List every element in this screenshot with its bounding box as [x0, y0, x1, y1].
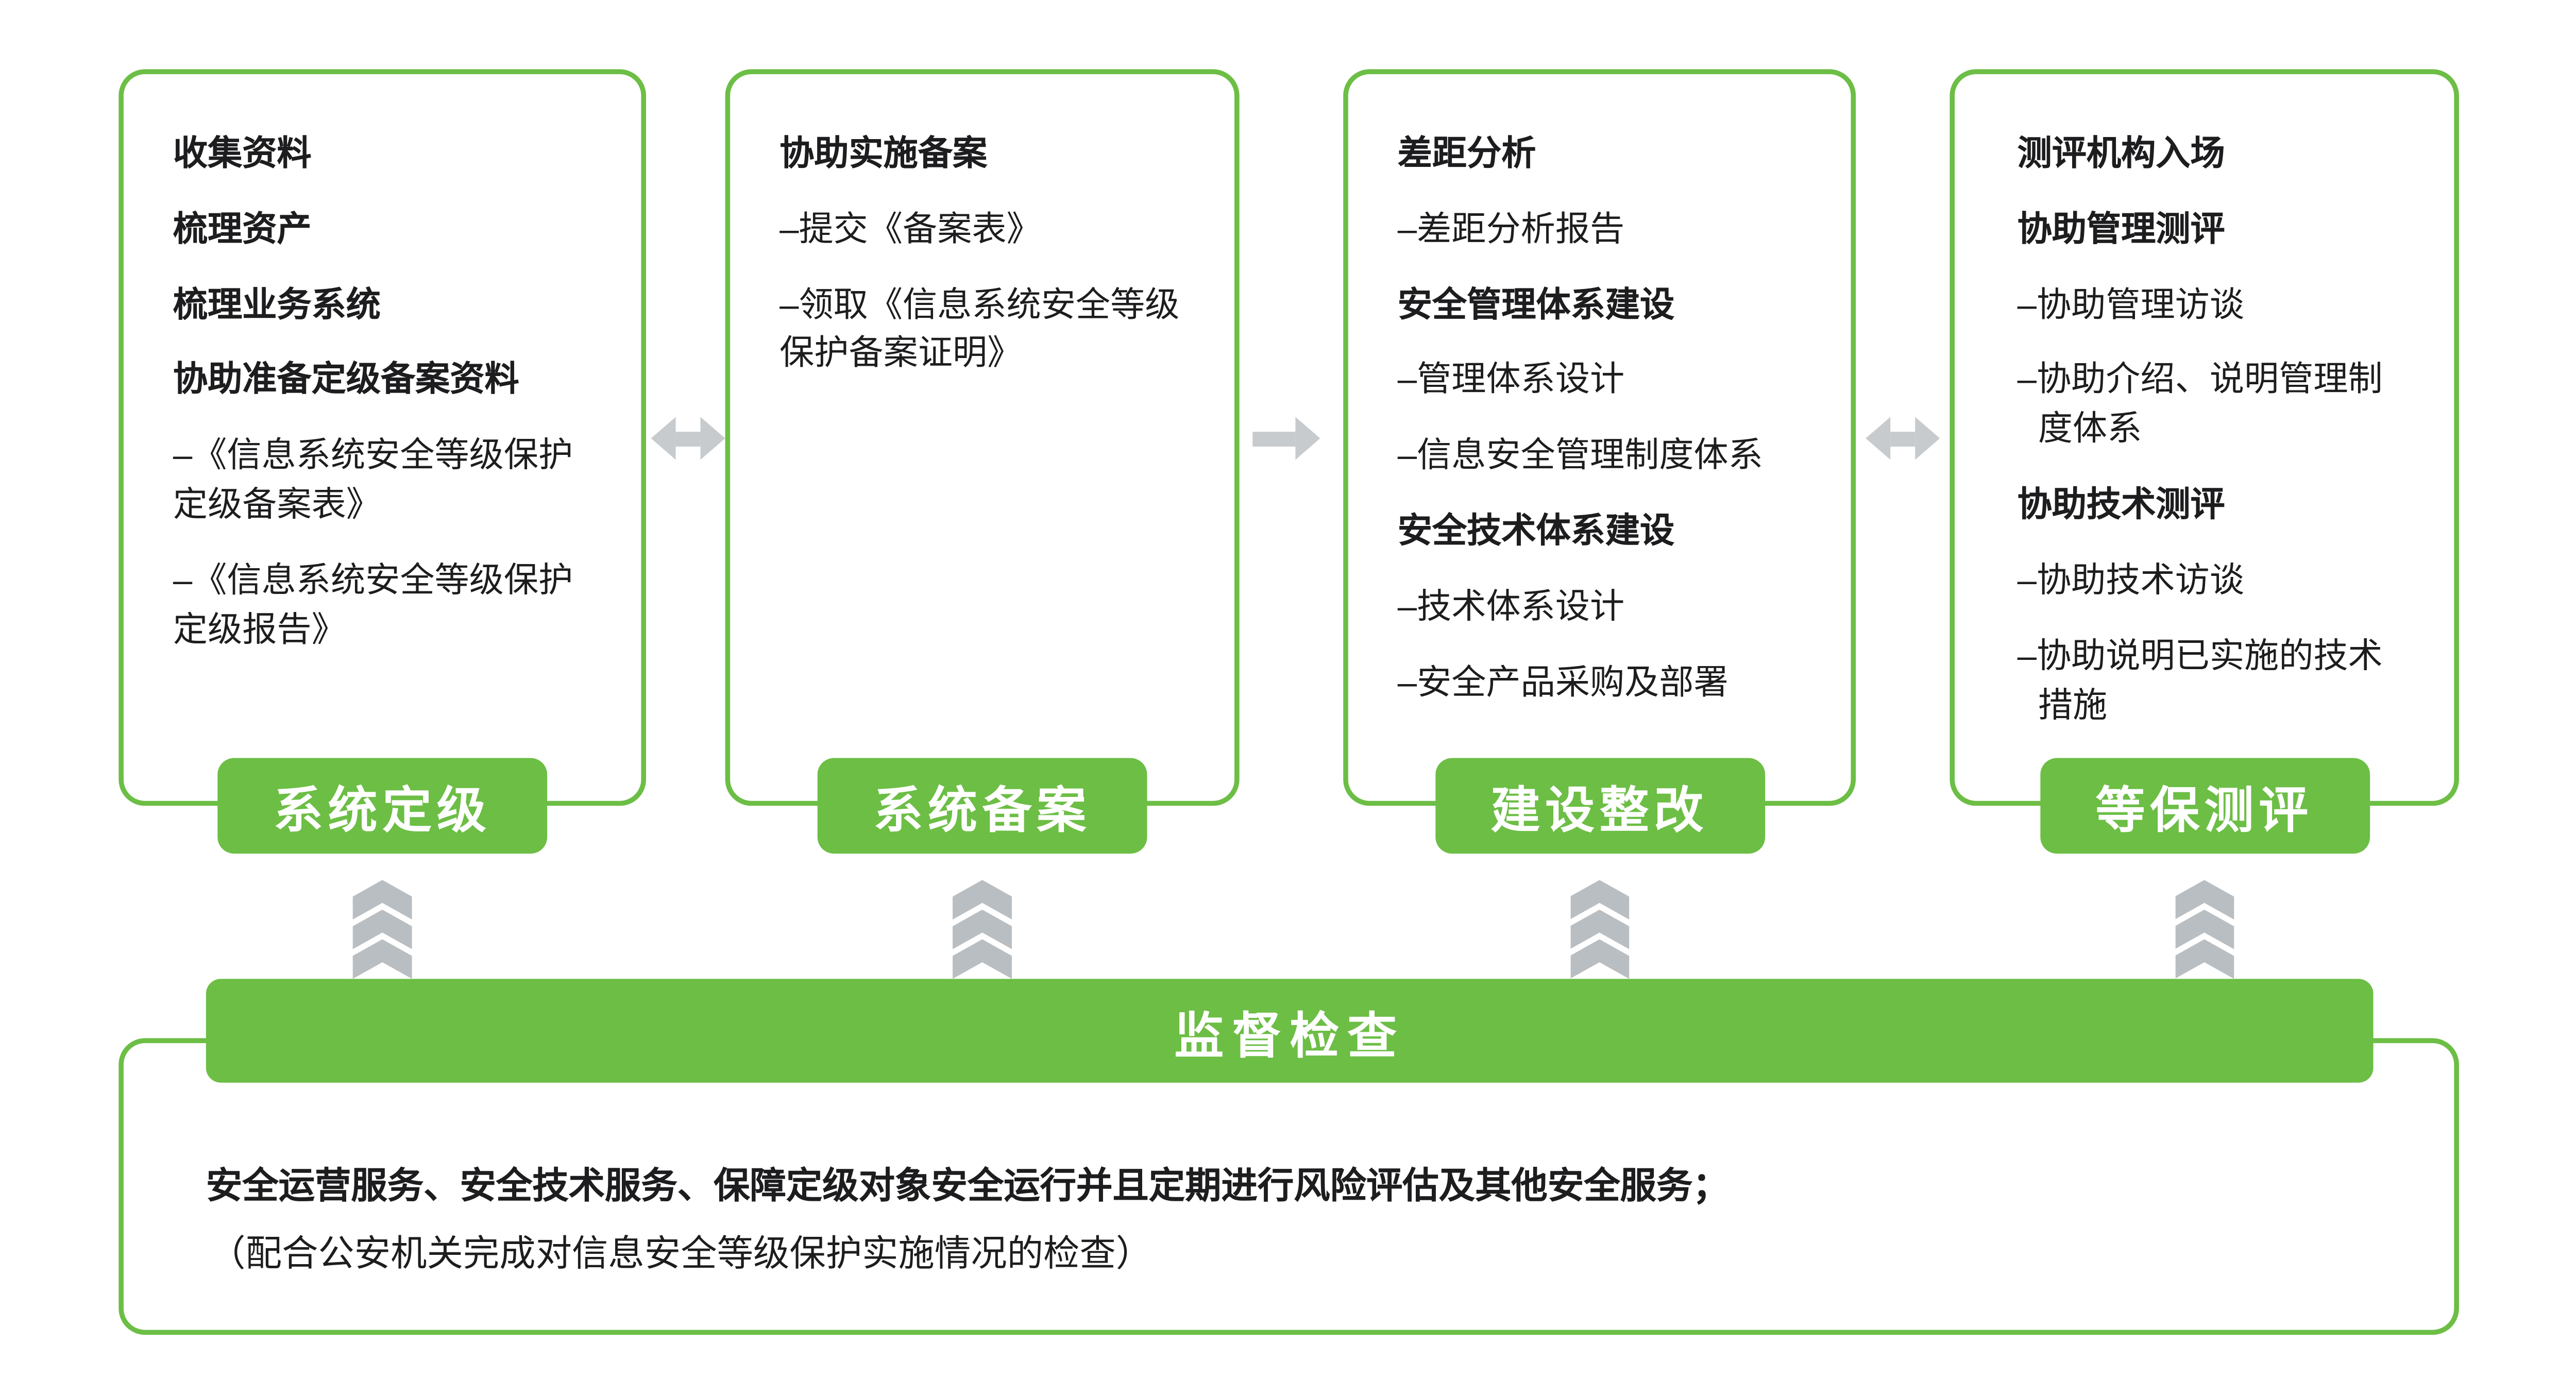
supervision-bar-label: 监督检查 — [1174, 1009, 1405, 1064]
up-chevrons-icon — [953, 880, 1012, 979]
detail-item: –《信息系统安全等级保护定级备案表》 — [173, 437, 573, 524]
up-chevrons-icon — [1570, 880, 1630, 979]
detail-item: –技术体系设计 — [1397, 588, 1625, 626]
detail-item: –协助介绍、说明管理制度体系 — [2017, 361, 2383, 449]
up-chevrons-icon — [2175, 880, 2234, 979]
detail-item: –协助说明已实施的技术措施 — [2017, 637, 2383, 724]
stage-column-1: 收集资料梳理资产梳理业务系统协助准备定级备案资料 –《信息系统安全等级保护定级备案… — [118, 69, 647, 992]
up-chevrons-icon — [352, 880, 412, 979]
detail-item: –安全产品采购及部署 — [1397, 663, 1728, 702]
detail-heading: 协助实施备案 — [779, 135, 988, 173]
detail-heading: 测评机构入场 — [2017, 135, 2225, 173]
stage-detail-box: 差距分析 –差距分析报告安全管理体系建设 –管理体系设计 –信息安全管理制度体系安全技… — [1343, 69, 1856, 806]
stage-detail-box: 测评机构入场协助管理测评 –协助管理访谈 –协助介绍、说明管理制度体系协助技术测评 –… — [1950, 69, 2459, 806]
supervision-bar: 监督检查 — [206, 979, 2374, 1083]
chevron-up-icon — [352, 939, 412, 979]
double-arrow-icon — [651, 417, 725, 460]
stage-label-1: 系统定级 — [217, 758, 548, 854]
stage-column-4: 测评机构入场协助管理测评 –协助管理访谈 –协助介绍、说明管理制度体系协助技术测评 –… — [1950, 69, 2459, 992]
stage-detail-box: 收集资料梳理资产梳理业务系统协助准备定级备案资料 –《信息系统安全等级保护定级备案… — [118, 69, 647, 806]
stage-column-2: 协助实施备案 –提交《备案表》 –领取《信息系统安全等级保护备案证明》系统备案 — [725, 69, 1240, 992]
detail-heading: 协助管理测评 — [2017, 210, 2225, 249]
detail-heading: 安全管理体系建设 — [1397, 286, 1675, 325]
right-arrow-icon — [1252, 417, 1320, 460]
chevron-up-icon — [2175, 939, 2234, 979]
stage-label-3: 建设整改 — [1434, 758, 1765, 854]
chevron-up-icon — [953, 939, 1012, 979]
service-note-box: 安全运营服务、安全技术服务、保障定级对象安全运行并且定期进行风险评估及其他安全服… — [118, 1038, 2459, 1335]
double-arrow-icon — [1866, 417, 1940, 460]
service-note-line2: （配合公安机关完成对信息安全等级保护实施情况的检查） — [209, 1232, 1153, 1274]
detail-item: –领取《信息系统安全等级保护备案证明》 — [779, 286, 1180, 373]
detail-heading: 安全技术体系建设 — [1397, 513, 1675, 551]
detail-heading: 梳理业务系统 — [173, 286, 381, 325]
detail-item: –提交《备案表》 — [779, 210, 1041, 249]
detail-item: –管理体系设计 — [1397, 361, 1625, 400]
detail-item: –协助技术访谈 — [2017, 561, 2245, 600]
stage-detail-box: 协助实施备案 –提交《备案表》 –领取《信息系统安全等级保护备案证明》 — [725, 69, 1240, 806]
detail-item: –协助管理访谈 — [2017, 286, 2245, 325]
chevron-up-icon — [1570, 939, 1630, 979]
stage-label-4: 等保测评 — [2039, 758, 2369, 854]
detail-heading: 协助技术测评 — [2017, 486, 2225, 524]
detail-heading: 差距分析 — [1397, 135, 1536, 173]
detail-item: –信息安全管理制度体系 — [1397, 437, 1763, 475]
detail-item: –差距分析报告 — [1397, 210, 1625, 249]
detail-item: –《信息系统安全等级保护定级报告》 — [173, 561, 573, 649]
detail-heading: 协助准备定级备案资料 — [173, 361, 519, 400]
detail-heading: 梳理资产 — [173, 210, 312, 249]
detail-heading: 收集资料 — [173, 135, 312, 173]
service-note-line1: 安全运营服务、安全技术服务、保障定级对象安全运行并且定期进行风险评估及其他安全服… — [206, 1165, 1729, 1206]
stage-column-3: 差距分析 –差距分析报告安全管理体系建设 –管理体系设计 –信息安全管理制度体系安全技… — [1343, 69, 1856, 992]
stage-label-2: 系统备案 — [817, 758, 1147, 854]
